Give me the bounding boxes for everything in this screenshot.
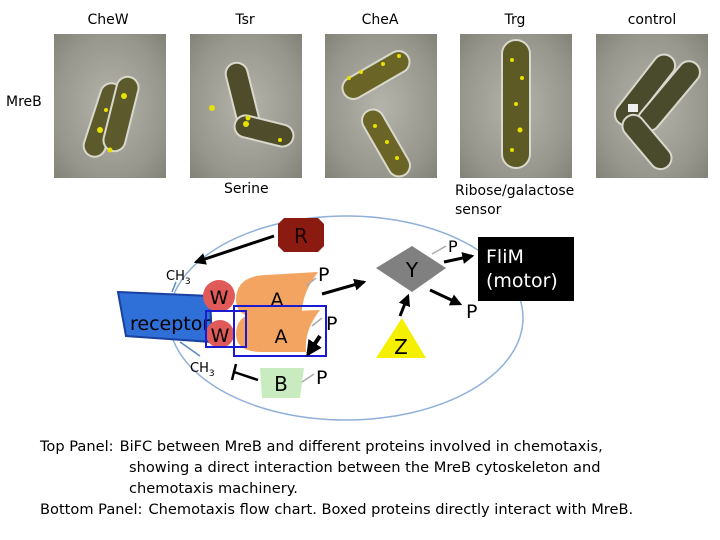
sublabel-serine: Serine bbox=[224, 181, 269, 197]
flim-box bbox=[478, 237, 574, 301]
a-bottom bbox=[236, 310, 320, 352]
p-b: P bbox=[316, 367, 327, 389]
a-bottom-label: A bbox=[275, 326, 288, 348]
p-stem-a-top bbox=[305, 277, 317, 287]
micrograph-trg bbox=[460, 34, 572, 178]
inhibit-b-to-ch3 bbox=[233, 370, 259, 382]
caption-top-line3: chemotaxis machinery. bbox=[129, 480, 298, 497]
p-stem-b bbox=[301, 373, 315, 383]
caption-top-line2: showing a direct interaction between the… bbox=[129, 459, 601, 476]
arrow-r-to-receptor bbox=[193, 234, 275, 265]
caption-top-line1: BiFC between MreB and different proteins… bbox=[119, 438, 603, 455]
w-bottom bbox=[206, 320, 234, 348]
row-label-mreb: MreB bbox=[6, 94, 42, 110]
box-w bbox=[205, 310, 247, 348]
w-top bbox=[203, 280, 235, 312]
ch3-bottom: CH3 bbox=[190, 361, 215, 379]
column-label-tsr: Tsr bbox=[235, 12, 255, 28]
column-label-chew: CheW bbox=[87, 12, 129, 28]
column-label-chea: CheA bbox=[361, 12, 399, 28]
y-label: Y bbox=[405, 258, 419, 282]
receptor-label: receptor bbox=[130, 313, 210, 335]
inhibit-bar bbox=[230, 363, 238, 381]
micrograph-control bbox=[596, 34, 708, 178]
p-stem-y bbox=[431, 245, 447, 255]
z-label: Z bbox=[394, 335, 408, 359]
w-bottom-label: W bbox=[211, 325, 230, 347]
micrograph-tsr bbox=[190, 34, 302, 178]
z-triangle bbox=[376, 318, 426, 358]
caption-bottom-head: Bottom Panel: bbox=[40, 501, 143, 518]
p-y: P bbox=[448, 237, 458, 256]
arrow-a-to-b bbox=[306, 334, 322, 357]
arrow-z-to-y bbox=[398, 293, 411, 317]
p-stem-a-bottom bbox=[311, 317, 323, 327]
p-a-top: P bbox=[318, 264, 329, 286]
sublabel-sensor: sensor bbox=[455, 202, 502, 218]
arrow-y-to-p bbox=[429, 288, 463, 306]
ch3-top: CH3 bbox=[166, 269, 191, 287]
flim-label: FliM(motor) bbox=[486, 246, 558, 292]
box-a bbox=[233, 305, 327, 357]
b-label: B bbox=[274, 372, 288, 396]
ch3-line-top bbox=[171, 281, 177, 293]
y-diamond bbox=[376, 246, 446, 292]
column-label-trg: Trg bbox=[504, 12, 526, 28]
a-top-label: A bbox=[271, 289, 284, 311]
arrow-y-to-flim bbox=[443, 252, 475, 264]
arrow-a-to-y bbox=[321, 278, 367, 296]
w-top-label: W bbox=[210, 287, 229, 309]
p-y-dephospho: P bbox=[466, 301, 477, 323]
micrograph-chew bbox=[54, 34, 166, 178]
caption-bottom-text: Chemotaxis flow chart. Boxed proteins di… bbox=[148, 501, 634, 518]
column-label-control: control bbox=[627, 12, 677, 28]
caption: Top Panel: BiFC between MreB and differe… bbox=[40, 436, 720, 520]
chemotaxis-diagram: R receptor CH3 CH3 W W A A P P Y P P Fli… bbox=[116, 215, 574, 421]
micrograph-chea bbox=[325, 34, 437, 178]
sublabel-ribose-galactose: Ribose/galactose bbox=[455, 183, 575, 199]
caption-top-head: Top Panel: bbox=[40, 438, 114, 455]
r-label: R bbox=[294, 224, 308, 248]
b-box bbox=[260, 368, 304, 398]
p-a-bottom: P bbox=[326, 313, 337, 335]
ch3-line-bottom bbox=[179, 341, 201, 357]
r-box bbox=[278, 218, 324, 252]
